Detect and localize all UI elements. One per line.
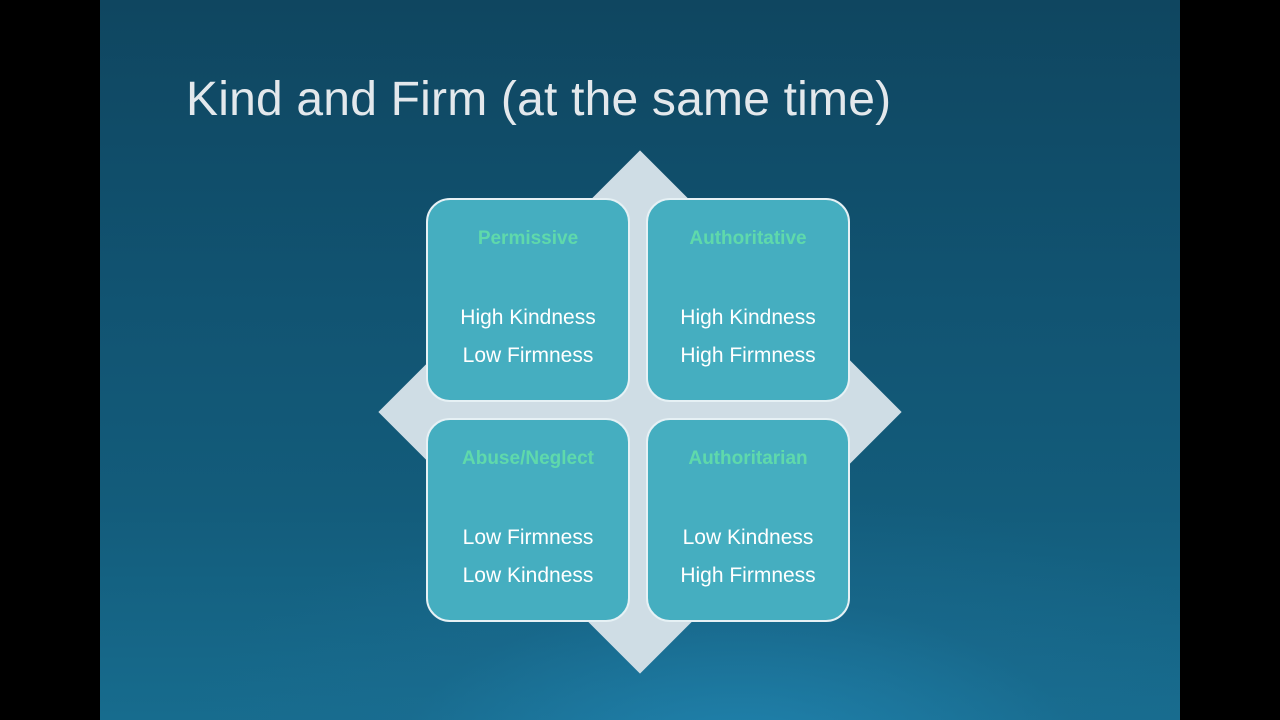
quadrant-line: High Kindness	[460, 306, 596, 329]
quadrant-line: High Kindness	[680, 306, 816, 329]
quadrant-title: Authoritarian	[688, 448, 808, 469]
quadrant-line: Low Firmness	[462, 526, 594, 549]
slide: Kind and Firm (at the same time) Permiss…	[100, 0, 1180, 720]
quadrant-title: Abuse/Neglect	[462, 448, 594, 469]
quadrant-line: High Firmness	[680, 564, 816, 587]
quadrant-abuse-neglect: Abuse/Neglect Low Firmness Low Kindness	[426, 418, 630, 622]
quadrant-line: Low Kindness	[682, 526, 814, 549]
quadrant-authoritative: Authoritative High Kindness High Firmnes…	[646, 198, 850, 402]
quadrant-title: Permissive	[477, 228, 579, 249]
quadrant-title: Authoritative	[689, 228, 807, 249]
quadrant-permissive: Permissive High Kindness Low Firmness	[426, 198, 630, 402]
slide-title: Kind and Firm (at the same time)	[186, 73, 892, 126]
quadrant-line: Low Kindness	[462, 564, 594, 587]
quadrant-authoritarian: Authoritarian Low Kindness High Firmness	[646, 418, 850, 622]
quadrant-line: Low Firmness	[462, 344, 594, 367]
quadrant-line: High Firmness	[680, 344, 816, 367]
